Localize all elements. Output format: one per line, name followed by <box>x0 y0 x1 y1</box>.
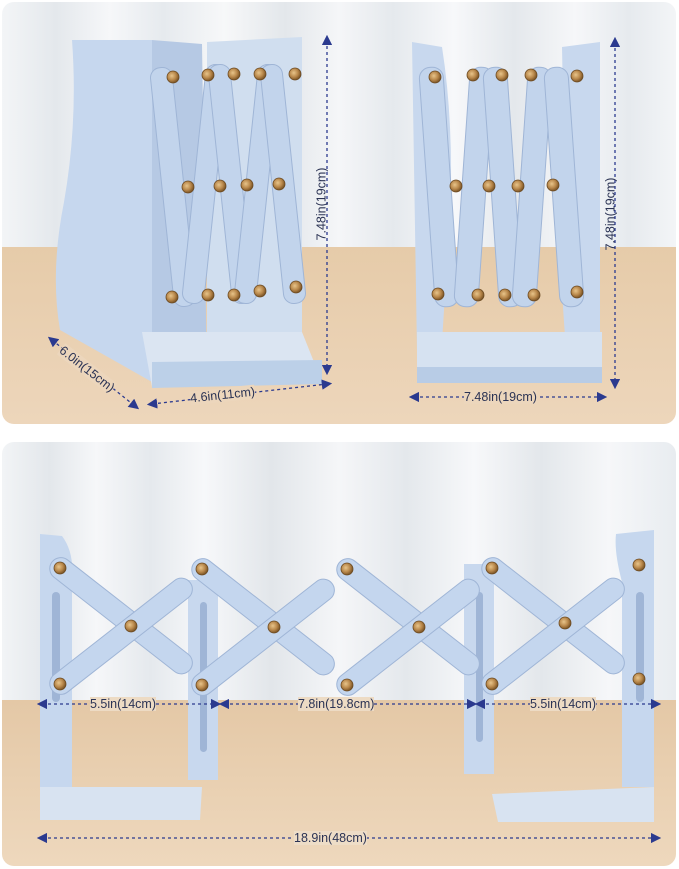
top-product-panel: 7.48in(19cm) 6.0in(15cm) 4.6in(11cm) 7.4… <box>2 2 676 424</box>
extended-bookend <box>40 530 654 822</box>
front-width-label: 7.48in(19cm) <box>464 390 537 404</box>
closed-bookend-front <box>412 42 602 383</box>
middle-section-label: 7.8in(19.8cm) <box>298 697 375 711</box>
bottom-product-scene <box>2 442 676 866</box>
top-product-scene <box>2 2 676 424</box>
top-dimension-lines <box>47 34 621 410</box>
closed-bookend-angled <box>55 37 322 388</box>
front-height-label: 7.48in(19cm) <box>603 177 618 251</box>
total-length-label: 18.9in(48cm) <box>294 831 367 845</box>
right-section-label: 5.5in(14cm) <box>530 697 596 711</box>
closed-height-label: 7.48in(19cm) <box>314 167 329 241</box>
left-section-label: 5.5in(14cm) <box>90 697 156 711</box>
bottom-product-panel: 5.5in(14cm) 7.8in(19.8cm) 5.5in(14cm) 18… <box>2 442 676 866</box>
